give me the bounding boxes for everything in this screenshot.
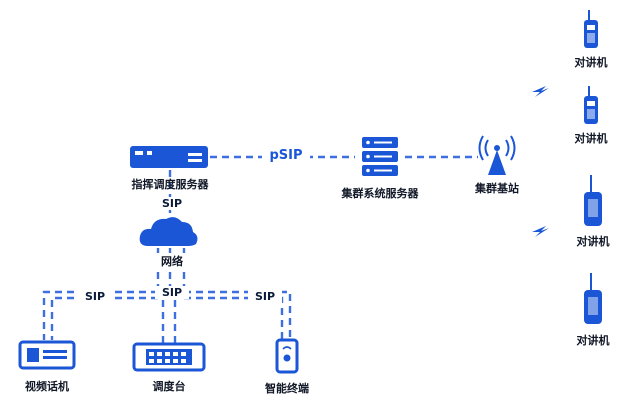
antenna-tower-icon bbox=[478, 135, 516, 175]
video-phone-icon bbox=[18, 340, 76, 370]
radio-label: 对讲机 bbox=[574, 56, 608, 69]
sip-right-link-inner bbox=[184, 296, 284, 340]
radio-label: 对讲机 bbox=[576, 334, 610, 347]
walkie-talkie-icon bbox=[584, 86, 598, 124]
sip-mid-label: SIP bbox=[155, 286, 189, 299]
video-phone-label: 视频话机 bbox=[25, 380, 69, 393]
rack-server-icon bbox=[130, 146, 208, 168]
radio-label: 对讲机 bbox=[576, 235, 610, 248]
walkie-talkie-icon bbox=[584, 10, 598, 48]
sip-top-label: SIP bbox=[155, 197, 189, 210]
cluster-server-label: 集群系统服务器 bbox=[341, 187, 419, 200]
dispatch-server-label: 指挥调度服务器 bbox=[131, 178, 209, 191]
radio-signal-icon bbox=[532, 226, 549, 237]
sip-right-link bbox=[184, 290, 292, 340]
base-station-label: 集群基站 bbox=[475, 182, 519, 195]
walkie-talkie-icon bbox=[584, 175, 602, 226]
walkie-talkie-icon bbox=[584, 273, 602, 324]
radio-label: 对讲机 bbox=[574, 132, 608, 145]
sip-left-label: SIP bbox=[78, 290, 112, 303]
sip-right-label: SIP bbox=[248, 290, 282, 303]
console-label: 调度台 bbox=[152, 380, 186, 393]
smartphone-icon bbox=[275, 338, 299, 374]
network-label: 网络 bbox=[152, 253, 192, 269]
smart-terminal-label: 智能终端 bbox=[265, 382, 309, 395]
server-stack-icon bbox=[362, 137, 398, 176]
radio-signal-icon bbox=[532, 86, 549, 97]
sip-left-link-inner bbox=[50, 296, 158, 340]
sip-left-link bbox=[42, 290, 158, 340]
psip-link-label: pSIP bbox=[262, 148, 310, 163]
dispatch-console-icon bbox=[132, 342, 206, 372]
cloud-icon bbox=[139, 217, 198, 246]
